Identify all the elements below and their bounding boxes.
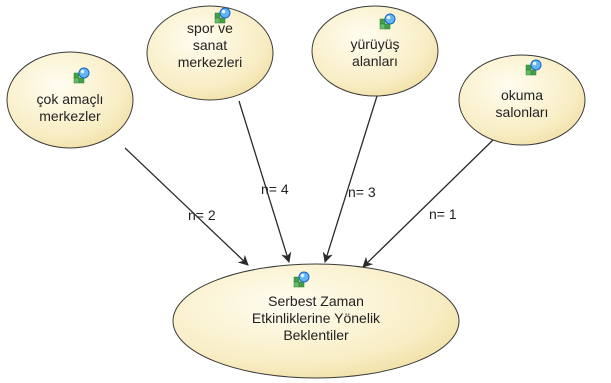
edge-label-spor-sanat: n= 4 [261, 181, 289, 197]
node-cok-amacli-merkezler [6, 51, 134, 149]
edge-cok-amacli-to-target [124, 147, 249, 266]
node-label-okuma: okuma salonları [495, 87, 549, 120]
edge-label-yuruyus: n= 3 [348, 184, 376, 200]
edge-okuma-to-target [362, 139, 494, 268]
node-label-cok-amacli: çok amaçlı merkezler [36, 91, 104, 124]
node-yuruyus-alanlari [311, 5, 439, 97]
edge-yuruyus-to-target [322, 95, 378, 263]
node-okuma-salonlari [458, 54, 586, 146]
node-spor-ve-sanat-merkezleri [146, 5, 274, 101]
node-label-target: Serbest Zaman Etkinliklerine Yönelik Bek… [251, 293, 381, 343]
edge-label-cok-amacli: n= 2 [188, 207, 216, 223]
edge-spor-sanat-to-target [238, 100, 292, 263]
node-label-spor-sanat: spor ve sanat merkezleri [177, 20, 243, 70]
node-target-beklentiler [172, 263, 460, 379]
node-label-yuruyus: yürüyüş alanları [350, 36, 400, 69]
edge-label-okuma: n= 1 [429, 206, 457, 222]
